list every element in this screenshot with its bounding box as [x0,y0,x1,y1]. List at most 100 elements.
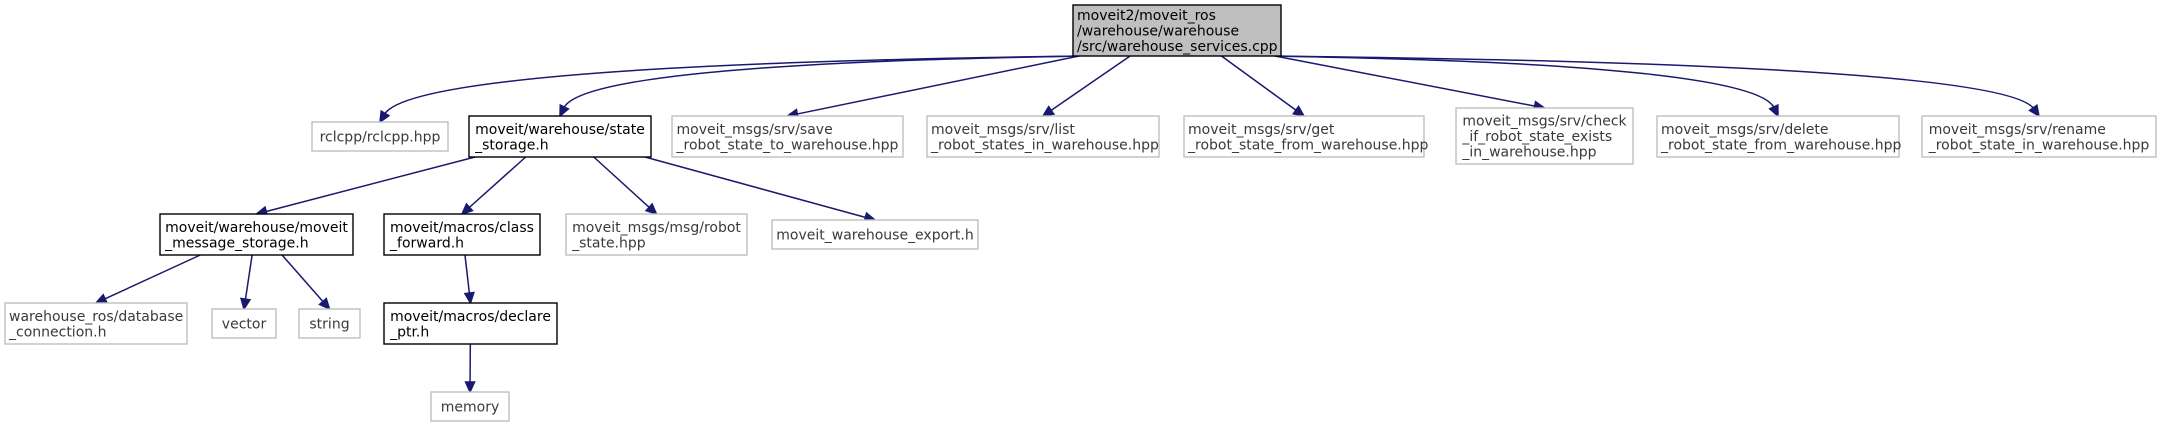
node-box [1656,115,1900,158]
node-label-line: _robot_states_in_warehouse.hpp [930,137,1159,153]
edges-layer [94,55,2041,394]
edge-class-fwd-to-declare-ptr [463,254,475,305]
node-label-line: _storage.h [474,137,549,153]
edge-root-to-state-storage [559,55,1080,118]
node-box [565,213,748,256]
edge-line [383,55,1080,115]
node-box [430,391,510,422]
edge-line [103,254,201,300]
arrowhead-icon [644,202,658,216]
arrowhead-icon [240,297,252,311]
edge-line [796,55,1080,115]
arrowhead-icon [1041,105,1056,118]
node-label-line: moveit_msgs/srv/check [1462,114,1627,130]
node-vector[interactable]: vector [211,308,277,339]
edge-line [464,254,471,295]
node-rename-srv[interactable]: moveit_msgs/srv/rename_robot_state_in_wa… [1921,115,2157,158]
node-label-line: _robot_state_in_warehouse.hpp [1928,137,2150,153]
node-state-storage[interactable]: moveit/warehouse/state_storage.h [468,115,652,158]
node-declare-ptr[interactable]: moveit/macros/declare_ptr.h [383,302,558,345]
arrowhead-icon [460,202,474,216]
edge-root-to-check-srv [1274,55,1547,112]
edge-state-storage-to-export-h [644,156,877,223]
node-db-conn[interactable]: warehouse_ros/database_connection.h [4,302,188,345]
edge-root-to-delete-srv [1274,55,1779,118]
arrowhead-icon [1291,105,1306,118]
node-label-line: /warehouse/warehouse [1077,24,1239,40]
node-robot-state-msg[interactable]: moveit_msgs/msg/robot_state.hpp [565,213,748,256]
edge-line [244,254,253,301]
node-box [311,121,449,152]
edge-line [1221,55,1298,112]
edge-root-to-list-srv [1041,55,1131,118]
edge-msg-storage-to-string [281,254,331,311]
node-box [671,115,904,158]
node-label-line: moveit_msgs/srv/get [1188,122,1335,138]
node-label-line: vector [222,317,267,333]
edge-state-storage-to-msg-storage [254,156,476,217]
node-export-h[interactable]: moveit_warehouse_export.h [771,219,979,250]
node-box [211,308,277,339]
node-delete-srv[interactable]: moveit_msgs/srv/delete_robot_state_from_… [1656,115,1902,158]
node-box [1455,107,1634,165]
edge-line [265,156,476,213]
edge-declare-ptr-to-memory [464,343,476,394]
node-label-line: memory [441,400,500,416]
edge-msg-storage-to-db-conn [94,254,201,304]
node-label-line: _forward.h [389,235,464,251]
node-label-line: moveit/warehouse/state [475,122,645,138]
node-box [771,219,979,250]
node-list-srv[interactable]: moveit_msgs/srv/list_robot_states_in_war… [926,115,1160,158]
node-box [468,115,652,158]
edge-root-to-rename-srv [1274,55,2041,118]
arrowhead-icon [379,109,391,124]
node-label-line: moveit2/moveit_ros [1077,8,1216,24]
node-label-line: moveit/macros/class [390,220,534,236]
node-save-srv[interactable]: moveit_msgs/srv/save_robot_state_to_ware… [671,115,904,158]
arrowhead-icon [2028,103,2041,118]
edge-line [281,254,325,303]
edge-line [1049,55,1131,112]
node-msg-storage[interactable]: moveit/warehouse/moveit_message_storage.… [159,213,354,256]
nodes-layer: moveit2/moveit_ros/warehouse/warehouse/s… [4,4,2157,422]
edge-state-storage-to-robot-state-msg [593,156,658,216]
edge-root-to-rclcpp [379,55,1080,124]
node-box [159,213,354,256]
node-label-line: moveit_msgs/srv/delete [1661,122,1828,138]
node-label-line: _ptr.h [389,324,429,340]
node-class-fwd[interactable]: moveit/macros/class_forward.h [383,213,541,256]
node-string[interactable]: string [298,308,361,339]
node-get-srv[interactable]: moveit_msgs/srv/get_robot_state_from_war… [1183,115,1429,158]
arrowhead-icon [463,291,475,305]
edge-line [1274,55,1775,109]
node-label-line: _state.hpp [571,235,646,251]
node-label-line: _connection.h [8,324,106,340]
node-label-line: _in_warehouse.hpp [1461,145,1596,161]
node-memory[interactable]: memory [430,391,510,422]
edge-msg-storage-to-vector [240,254,253,311]
node-label-line: /src/warehouse_services.cpp [1077,39,1278,55]
node-label-line: moveit_msgs/srv/rename [1929,122,2106,138]
node-root[interactable]: moveit2/moveit_ros/warehouse/warehouse/s… [1072,4,1282,57]
edge-line [644,156,867,219]
node-check-srv[interactable]: moveit_msgs/srv/check_if_robot_state_exi… [1455,107,1634,165]
edge-line [1274,55,2035,110]
edge-state-storage-to-class-fwd [460,156,527,216]
node-label-line: _robot_state_to_warehouse.hpp [676,137,899,153]
node-box [1183,115,1425,158]
arrowhead-icon [464,381,476,394]
node-label-line: warehouse_ros/database [9,309,183,325]
node-box [383,213,541,256]
node-label-line: _robot_state_from_warehouse.hpp [1660,137,1902,153]
node-label-line: moveit/macros/declare [390,309,551,325]
edge-line [468,156,527,209]
node-label-line: moveit_msgs/msg/robot [572,220,741,236]
node-label-line: _robot_state_from_warehouse.hpp [1187,137,1429,153]
node-label-line: _message_storage.h [164,235,308,251]
node-label-line: moveit_warehouse_export.h [776,228,973,244]
edge-root-to-save-srv [785,55,1080,120]
edge-line [563,55,1080,109]
node-box [383,302,558,345]
node-rclcpp[interactable]: rclcpp/rclcpp.hpp [311,121,449,152]
